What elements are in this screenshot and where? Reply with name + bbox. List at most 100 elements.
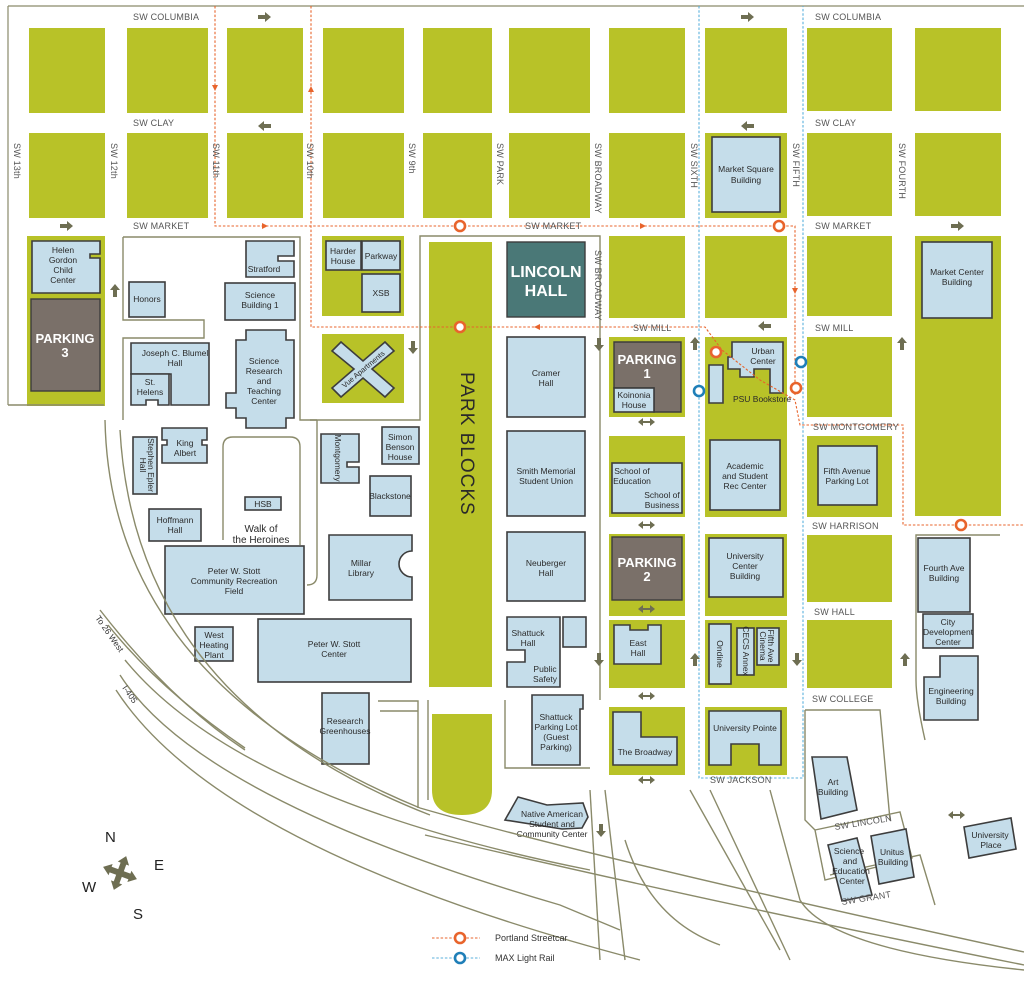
- svg-text:Neuberger: Neuberger: [526, 558, 566, 568]
- building-school-of-education-business[interactable]: School of Education School of Business: [611, 462, 683, 514]
- building-king-albert[interactable]: King Albert: [161, 427, 208, 464]
- streetcar-stop-icon: [453, 931, 467, 945]
- building-stott-center[interactable]: Peter W. Stott Center: [257, 618, 412, 683]
- building-smith-memorial-student-union[interactable]: Smith Memorial Student Union: [506, 430, 586, 517]
- building-engineering[interactable]: Engineering Building: [923, 655, 979, 721]
- road-outline: [915, 534, 1000, 741]
- traffic-direction-arrows: [60, 12, 965, 837]
- streetcar-stop-icon[interactable]: [453, 219, 467, 233]
- building-city-development-center[interactable]: City Development Center: [922, 613, 974, 649]
- highway-label-to-26-west: To 26 West: [93, 613, 126, 654]
- parking-2[interactable]: PARKING 2: [611, 536, 683, 601]
- building-blackstone[interactable]: Blackstone: [369, 475, 412, 517]
- building-shattuck-parking-lot[interactable]: Shattuck Parking Lot (Guest Parking): [531, 694, 584, 766]
- svg-text:Development: Development: [923, 627, 974, 637]
- streetcar-stops[interactable]: [453, 219, 968, 532]
- svg-text:PARKING: PARKING: [36, 331, 95, 346]
- svg-text:Stratford: Stratford: [248, 264, 281, 274]
- building-stott-field[interactable]: Peter W. Stott Community Recreation Fiel…: [164, 545, 305, 615]
- building-unitus[interactable]: Unitus Building: [870, 828, 915, 885]
- svg-text:Building 1: Building 1: [241, 300, 279, 310]
- building-parkway[interactable]: Parkway: [361, 240, 401, 271]
- building-science-1[interactable]: Science Building 1: [224, 282, 296, 321]
- arrow-up-icon: [110, 284, 120, 297]
- streetcar-stop-icon[interactable]: [453, 320, 467, 334]
- building-annex[interactable]: [562, 616, 587, 648]
- building-west-heating-plant[interactable]: West Heating Plant: [194, 626, 234, 662]
- arrow-right-icon: [60, 221, 73, 231]
- building-shattuck-hall[interactable]: Shattuck Hall Public Safety: [506, 616, 561, 688]
- building-university-pointe[interactable]: University Pointe: [708, 710, 782, 766]
- building-university-center[interactable]: University Center Building: [708, 537, 784, 598]
- road-outline: [804, 709, 936, 906]
- svg-text:SW MILL: SW MILL: [633, 323, 671, 333]
- building-cecs-annex[interactable]: CECS Annex: [736, 626, 755, 677]
- building-fifth-ave-cinema[interactable]: Fifth Ave Cinema: [756, 627, 780, 666]
- svg-text:Peter W. Stott: Peter W. Stott: [208, 566, 261, 576]
- building-simon-benson-house[interactable]: Simon Benson House: [381, 426, 420, 465]
- legend: Portland Streetcar MAX Light Rail: [432, 931, 568, 965]
- svg-text:HSB: HSB: [254, 499, 272, 509]
- streetcar-stop-icon[interactable]: [954, 518, 968, 532]
- building-hoffmann-hall[interactable]: Hoffmann Hall: [148, 508, 202, 542]
- svg-text:and: and: [257, 376, 271, 386]
- building-market-square[interactable]: Market Square Building: [711, 136, 781, 213]
- building-university-place[interactable]: University Place: [963, 817, 1017, 859]
- svg-text:Safety: Safety: [533, 674, 558, 684]
- building-koinonia-house[interactable]: Koinonia House: [613, 387, 655, 413]
- building-fifth-avenue-parking-lot[interactable]: Fifth Avenue Parking Lot: [817, 445, 878, 506]
- building-east-hall[interactable]: East Hall: [613, 624, 662, 665]
- streetcar-stop-icon[interactable]: [772, 219, 786, 233]
- building-srtc[interactable]: Science Research and Teaching Center: [225, 329, 295, 429]
- max-stop-icon: [453, 951, 467, 965]
- road-outline: [310, 235, 601, 700]
- svg-text:Shattuck: Shattuck: [539, 712, 573, 722]
- max-stops[interactable]: [692, 355, 808, 398]
- building-millar-library[interactable]: Millar Library: [328, 534, 413, 601]
- building-hsb[interactable]: HSB: [244, 496, 282, 511]
- building-academic-student-rec-center[interactable]: Academic and Student Rec Center: [709, 439, 781, 511]
- svg-text:Research: Research: [327, 716, 364, 726]
- building-ondine[interactable]: Ondine: [708, 623, 732, 685]
- svg-text:Helens: Helens: [137, 387, 163, 397]
- svg-text:Student and: Student and: [529, 819, 575, 829]
- building-lincoln-hall[interactable]: LINCOLN HALL: [506, 241, 586, 318]
- building-fourth-ave[interactable]: Fourth Ave Building: [917, 537, 971, 613]
- building-honors[interactable]: Honors: [128, 281, 166, 318]
- building-cramer-hall[interactable]: Cramer Hall: [506, 336, 586, 418]
- building-research-greenhouses[interactable]: Research Greenhouses: [319, 692, 371, 765]
- parking-3[interactable]: PARKING 3: [30, 298, 101, 392]
- svg-text:HALL: HALL: [525, 283, 568, 300]
- svg-text:Building: Building: [936, 696, 967, 706]
- building-stratford[interactable]: Stratford: [245, 240, 295, 278]
- svg-text:1: 1: [643, 366, 650, 381]
- svg-text:Building: Building: [818, 787, 849, 797]
- building-stephen-epler-hall[interactable]: Stephen Epler Hall: [132, 436, 158, 495]
- building-st-helens[interactable]: St. Helens: [130, 373, 170, 406]
- building-xsb[interactable]: XSB: [361, 273, 401, 313]
- svg-text:Parking): Parking): [540, 742, 572, 752]
- svg-text:Hoffmann: Hoffmann: [157, 515, 194, 525]
- max-stop-icon[interactable]: [794, 355, 808, 369]
- building-helen-gordon[interactable]: Helen Gordon Child Center: [31, 240, 101, 294]
- svg-text:SW HALL: SW HALL: [814, 607, 855, 617]
- streetcar-stop-icon[interactable]: [709, 345, 723, 359]
- svg-text:University: University: [971, 830, 1009, 840]
- building-native-american-center[interactable]: Native American Student and Community Ce…: [503, 796, 589, 839]
- building-art[interactable]: Art Building: [811, 756, 858, 820]
- building-psu-bookstore[interactable]: [708, 364, 724, 404]
- building-science-education-center[interactable]: Science and Education Center: [827, 837, 873, 902]
- building-market-center[interactable]: Market Center Building: [921, 241, 993, 319]
- svg-text:University Pointe: University Pointe: [713, 723, 777, 733]
- building-montgomery[interactable]: Montgomery: [320, 433, 360, 484]
- city-blocks-row-2: [29, 133, 1001, 218]
- building-neuberger-hall[interactable]: Neuberger Hall: [506, 531, 586, 602]
- building-harder-house[interactable]: Harder House: [325, 240, 362, 271]
- max-stop-icon[interactable]: [692, 384, 706, 398]
- svg-text:Parking Lot: Parking Lot: [826, 476, 870, 486]
- streetcar-stop-icon[interactable]: [789, 381, 803, 395]
- arrow-two-way-icon: [638, 521, 655, 529]
- portland-streetcar-route: [212, 6, 1024, 526]
- road-outline: [378, 700, 429, 808]
- building-the-broadway[interactable]: The Broadway: [612, 711, 678, 766]
